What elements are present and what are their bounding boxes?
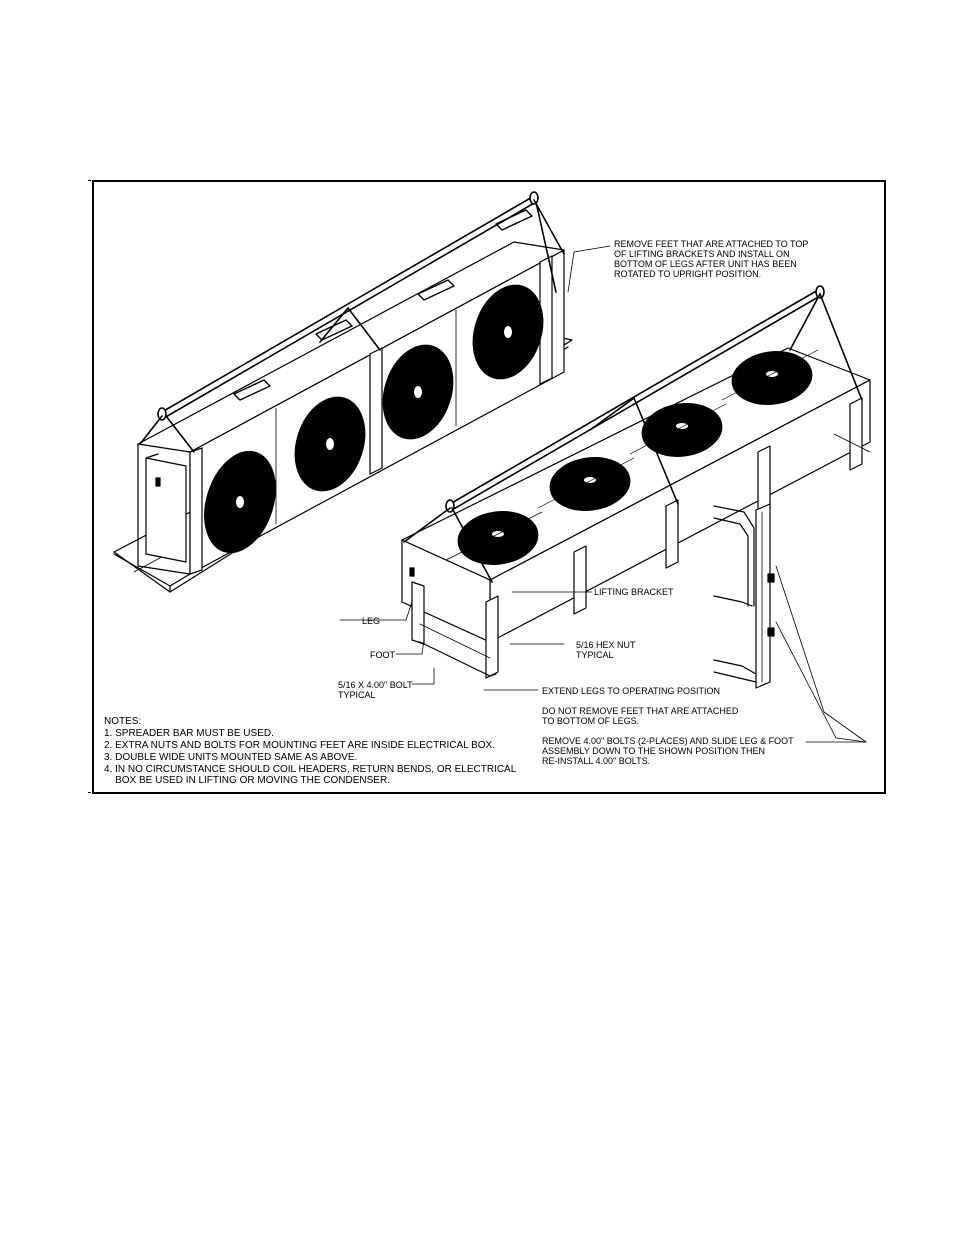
note-item-1: 1. SPREADER BAR MUST BE USED.: [104, 728, 274, 739]
leg-detail-view: [713, 503, 775, 689]
condenser-rigging-diagram: [113, 191, 871, 743]
callout-foot: FOOT: [370, 650, 395, 660]
callout-bolt: 5/16 X 4.00" BOLT TYPICAL: [338, 680, 413, 700]
callout-remove-feet: REMOVE FEET THAT ARE ATTACHED TO TOP OF …: [614, 239, 809, 279]
left-lifting-brackets: [233, 209, 533, 401]
frame-corner-mark-top: [88, 180, 91, 181]
note-item-2: 2. EXTRA NUTS AND BOLTS FOR MOUNTING FEE…: [104, 740, 496, 751]
callout-lifting-bracket: LIFTING BRACKET: [594, 587, 674, 597]
drawing-frame: REMOVE FEET THAT ARE ATTACHED TO TOP OF …: [92, 180, 886, 794]
note-item-3: 3. DOUBLE WIDE UNITS MOUNTED SAME AS ABO…: [104, 752, 358, 763]
right-foot: [419, 641, 497, 677]
notes-heading: NOTES:: [104, 716, 142, 727]
left-unit-shipping-position: [113, 191, 573, 593]
right-unit-upright-position: [401, 285, 871, 679]
callout-hex-nut: 5/16 HEX NUT TYPICAL: [576, 640, 636, 660]
leader-lines: [339, 245, 867, 743]
left-spreader-bar: [139, 191, 565, 453]
callout-leg: LEG: [362, 616, 381, 626]
left-unit-top-face: [137, 241, 565, 453]
left-unit-fan-guards: [204, 284, 544, 554]
left-electrical-box: [145, 457, 187, 563]
callout-extend-legs: EXTEND LEGS TO OPERATING POSITION: [542, 686, 721, 696]
frame-corner-mark-bottom: [88, 792, 91, 793]
note-item-4: 4. IN NO CIRCUMSTANCE SHOULD COIL HEADER…: [104, 764, 517, 786]
callout-do-not-remove: DO NOT REMOVE FEET THAT ARE ATTACHED TO …: [542, 706, 739, 726]
callout-remove-bolts: REMOVE 4.00" BOLTS (2-PLACES) AND SLIDE …: [542, 736, 794, 766]
right-spreader-bar: [403, 285, 863, 583]
